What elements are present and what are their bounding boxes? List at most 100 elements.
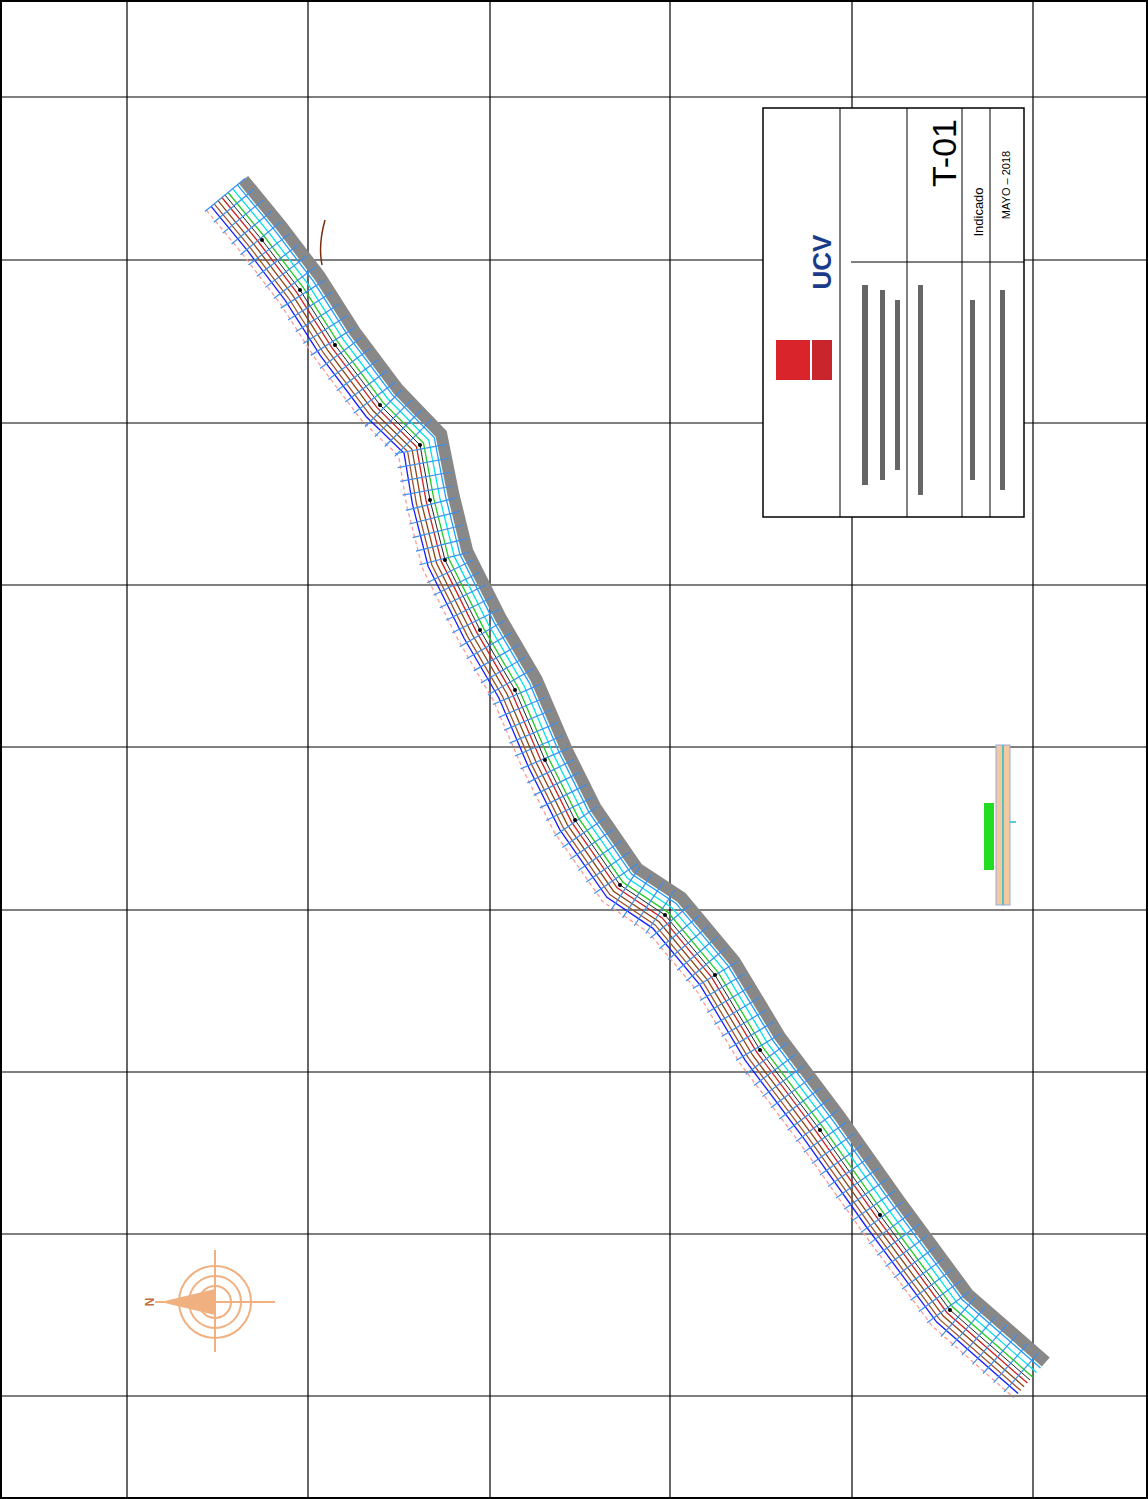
section-tick	[403, 486, 454, 495]
section-tick	[894, 1247, 936, 1278]
section-tick	[994, 1344, 1028, 1383]
section-tick	[902, 1258, 944, 1289]
sheet-number: T-01	[925, 119, 964, 187]
section-tick	[406, 498, 456, 511]
section-tick	[686, 948, 726, 981]
contour-line	[225, 195, 1030, 1380]
stream-line	[321, 220, 325, 265]
station-dot	[618, 883, 622, 887]
section-tick	[962, 1316, 996, 1355]
section-tick	[668, 926, 708, 959]
section-tick	[504, 710, 552, 730]
section-tick	[345, 371, 387, 402]
section-tick	[205, 178, 245, 211]
station-dot	[818, 1128, 822, 1132]
section-tick	[385, 410, 422, 447]
section-tick	[467, 633, 512, 659]
section-tick	[736, 1034, 781, 1061]
section-tick	[546, 797, 593, 820]
section-tick	[1004, 1353, 1038, 1392]
station-dot	[513, 688, 517, 692]
station-dot	[758, 1048, 762, 1052]
section-tick	[646, 890, 675, 933]
section-tick	[400, 472, 451, 481]
section-tick	[474, 645, 519, 671]
section-tick	[562, 818, 605, 848]
section-tick	[311, 327, 355, 355]
section-tick	[693, 962, 738, 989]
north-arrow	[155, 1250, 275, 1352]
section-tick	[419, 552, 469, 565]
section-tick	[354, 382, 396, 413]
logo-text: UCV	[807, 235, 838, 290]
section-tick	[729, 1022, 774, 1049]
section-tick	[779, 1088, 821, 1119]
section-tick	[303, 316, 347, 344]
section-tick	[911, 1269, 953, 1300]
section-tick	[288, 292, 332, 320]
station-dot	[878, 1213, 882, 1217]
section-tick	[659, 916, 699, 949]
section-tick	[570, 829, 613, 859]
section-tick	[493, 684, 541, 704]
section-tick	[820, 1145, 862, 1175]
station-dot	[443, 558, 447, 562]
section-tick	[510, 723, 558, 743]
station-dot	[428, 498, 432, 502]
section-tick	[214, 189, 254, 222]
section-tick	[836, 1168, 878, 1198]
section-tick	[788, 1099, 830, 1130]
section-tick	[320, 337, 362, 368]
section-tick	[481, 657, 526, 683]
section-detail	[984, 745, 1016, 905]
section-tick	[337, 360, 379, 391]
section-tick	[796, 1110, 838, 1141]
contour-line	[214, 204, 1021, 1391]
section-tick	[634, 882, 663, 925]
section-tick	[927, 1292, 969, 1323]
section-tick	[398, 458, 449, 467]
section-tick	[594, 864, 637, 894]
section-tick	[413, 525, 463, 538]
section-tick	[700, 974, 745, 1001]
section-tick	[416, 539, 466, 552]
station-dot	[260, 238, 264, 242]
contour-line	[218, 201, 1024, 1387]
section-tick	[754, 1054, 796, 1085]
section-tick	[861, 1202, 903, 1233]
section-tick	[771, 1077, 813, 1108]
section-tick	[869, 1213, 911, 1244]
section-tick	[611, 867, 640, 910]
station-dot	[948, 1308, 952, 1312]
station-dot	[333, 343, 337, 347]
section-tick	[812, 1134, 854, 1164]
date-value: MAYO – 2018	[1000, 151, 1012, 219]
section-tick	[941, 1297, 975, 1336]
section-tick	[650, 905, 690, 938]
section-tick	[746, 1043, 788, 1074]
section-tick	[375, 400, 412, 437]
section-tick	[762, 1065, 804, 1096]
section-tick	[240, 222, 280, 255]
section-tick	[257, 245, 298, 276]
section-tick	[804, 1122, 846, 1152]
road-alignment	[205, 178, 1046, 1398]
section-tick	[274, 267, 315, 298]
section-tick	[623, 875, 652, 918]
station-dot	[573, 818, 577, 822]
section-tick	[714, 998, 759, 1025]
section-tick	[248, 234, 289, 265]
station-dot	[543, 758, 547, 762]
section-tick	[707, 986, 752, 1013]
section-tick	[983, 1334, 1017, 1373]
section-tick	[515, 736, 563, 756]
contour-line	[233, 189, 1037, 1373]
section-tick	[844, 1179, 886, 1209]
section-tick	[409, 511, 459, 524]
section-tick	[281, 280, 325, 308]
section-tick	[452, 610, 499, 633]
station-dot	[298, 288, 302, 292]
section-tick	[223, 200, 263, 233]
station-dot	[418, 443, 422, 447]
section-tick	[877, 1224, 919, 1255]
